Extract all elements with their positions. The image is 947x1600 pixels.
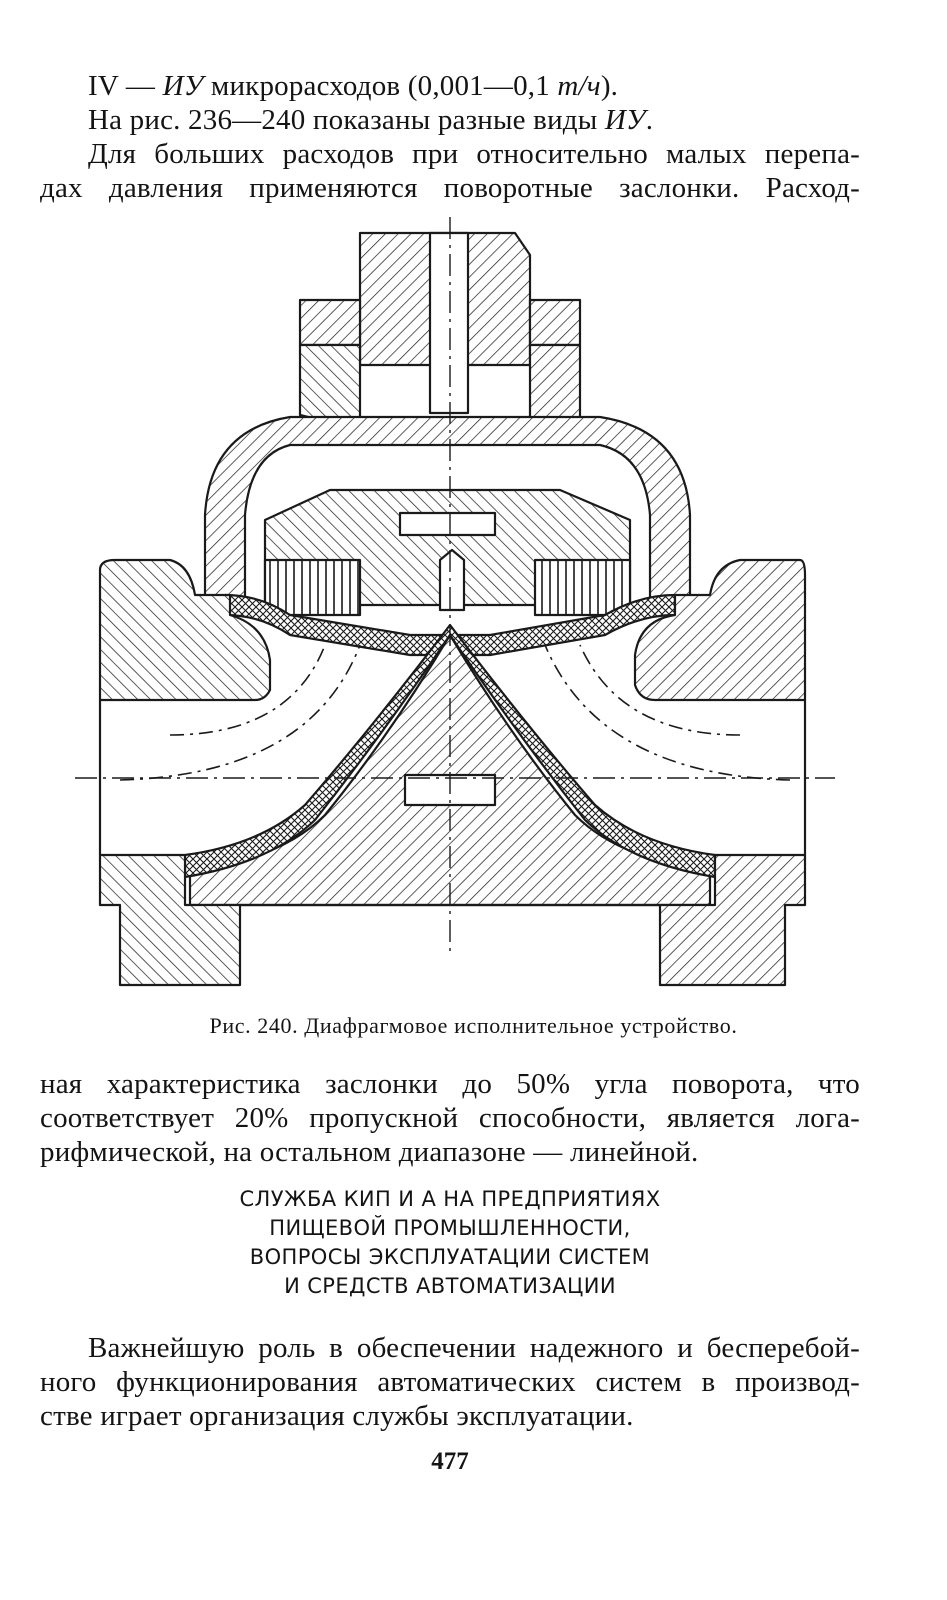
heading-line-4: И СРЕДСТВ АВТОМАТИЗАЦИИ (284, 1274, 616, 1298)
stem-nut (398, 511, 497, 537)
heading-line-2: ПИЩЕВОЙ ПРОМЫШЛЕННОСТИ, (269, 1216, 631, 1240)
text-line-2: На рис. 236—240 показаны разные виды ИУ. (88, 104, 860, 136)
stem-pin (438, 548, 466, 612)
paragraph-line-2: ного функционирования автоматических сис… (40, 1366, 860, 1398)
figure-caption: Рис. 240. Диафрагмовое исполнительное ус… (209, 1013, 738, 1038)
bonnet-dome (203, 415, 692, 602)
diaphragm-valve-figure (75, 217, 835, 987)
upper-flange-left (298, 298, 362, 347)
text-fragment: IV — (88, 70, 163, 102)
flow-line-right-2 (544, 644, 791, 781)
text-fragment-italic: ИУ (604, 104, 646, 136)
text-line-1: IV — ИУ микрорасходов (0,001—0,1 т/ч). (88, 70, 860, 102)
stem-bore (428, 231, 470, 415)
paragraph-line-1: Важнейшую роль в обеспечении надежного и… (88, 1332, 860, 1364)
upper-flange-right (528, 298, 582, 347)
text-line-4: дах давления применяются поворотные засл… (40, 172, 860, 204)
page-number: 477 (431, 1448, 469, 1475)
heading-line-1: СЛУЖБА КИП И А НА ПРЕДПРИЯТИЯХ (239, 1187, 661, 1211)
text-fragment: . (645, 104, 654, 136)
section-heading: СЛУЖБА КИП И А НА ПРЕДПРИЯТИЯХ ПИЩЕВОЙ П… (0, 1185, 900, 1301)
paragraph-line-3: стве играет организация службы эксплуата… (40, 1400, 634, 1432)
body-bottom-right (658, 853, 807, 987)
text-fragment: микрорасходов (0,001—0,1 (203, 70, 558, 102)
heading-line-3: ВОПРОСЫ ЭКСПЛУАТАЦИИ СИСТЕМ (249, 1245, 651, 1269)
text-fragment-italic: т/ч (557, 70, 601, 102)
text-fragment: ). (600, 70, 619, 102)
body-flange-right (633, 558, 807, 702)
continuation-line-2: соответствует 20% пропускной способности… (40, 1102, 860, 1134)
spring-pack-left (263, 558, 362, 617)
body-flange-left (98, 558, 272, 702)
text-line-3: Для больших расходов при относительно ма… (88, 138, 860, 170)
continuation-line-3: рифмической, на остальном диапазоне — ли… (40, 1136, 699, 1168)
text-fragment-italic: ИУ (162, 70, 204, 102)
continuation-line-1: ная характеристика заслонки до 50% угла … (40, 1068, 860, 1100)
body-bottom-left (98, 853, 242, 987)
text-fragment: На рис. 236—240 показаны разные виды (88, 104, 605, 136)
spring-pack-right (533, 558, 632, 617)
